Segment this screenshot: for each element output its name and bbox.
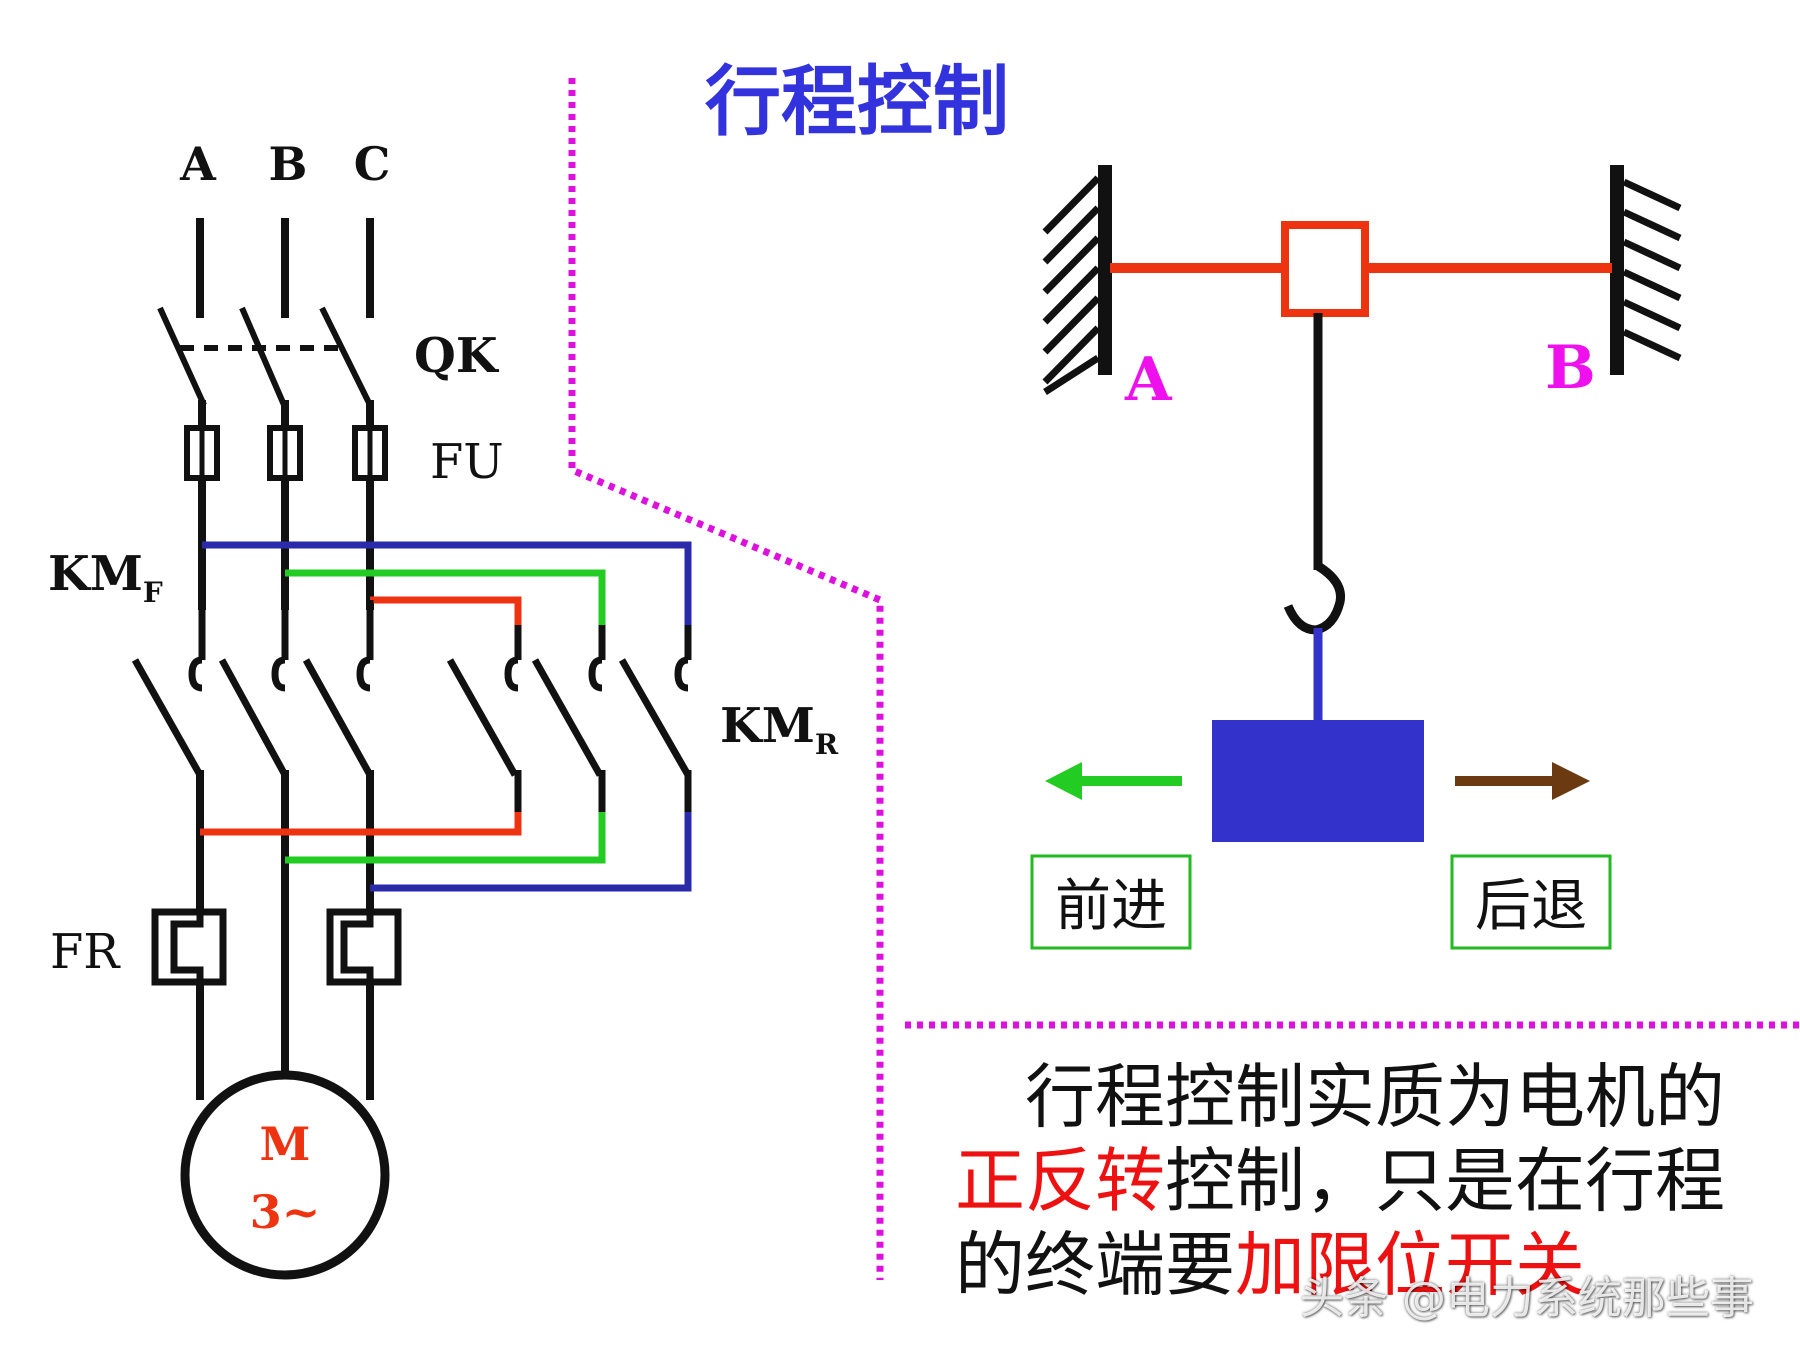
wire-blue-upper bbox=[202, 541, 692, 630]
phase-label-b: B bbox=[269, 137, 308, 191]
end-label-b: B bbox=[1545, 333, 1596, 403]
wire-red-lower bbox=[200, 812, 522, 836]
wire-green-upper bbox=[285, 569, 606, 630]
end-label-a: A bbox=[1124, 345, 1173, 415]
wire-green-lower bbox=[285, 812, 606, 864]
fr-label: FR bbox=[50, 924, 121, 980]
kmf-label: KMF bbox=[48, 546, 163, 609]
page-title: 行程控制 bbox=[705, 57, 1009, 146]
phase-label-c: C bbox=[354, 137, 391, 191]
note-line-1: 行程控制实质为电机的 bbox=[1025, 1056, 1725, 1138]
motor-label-phase: 3~ bbox=[250, 1185, 321, 1239]
explanation-note: 行程控制实质为电机的 正反转控制，只是在行程 的终端要加限位开关 bbox=[955, 1055, 1795, 1307]
note-highlight-1: 正反转 bbox=[955, 1140, 1165, 1222]
load-block bbox=[1212, 720, 1424, 842]
fr-thermal-relays bbox=[151, 908, 402, 986]
travel-mechanism: A B 前进 后退 bbox=[1030, 165, 1682, 950]
hook bbox=[1283, 562, 1346, 635]
forward-box bbox=[1030, 854, 1192, 950]
right-wall-hatching bbox=[1622, 178, 1682, 362]
qk-switch bbox=[157, 306, 373, 407]
motor-symbol bbox=[180, 1070, 390, 1280]
kmr-label: KMR bbox=[720, 698, 839, 761]
wire-red-upper bbox=[370, 596, 522, 630]
trolley bbox=[1281, 221, 1369, 317]
backward-label: 后退 bbox=[1475, 874, 1587, 939]
supply-lines bbox=[196, 218, 374, 318]
forward-arrow-icon bbox=[1045, 762, 1182, 800]
backward-arrow-icon bbox=[1455, 762, 1590, 800]
wire-blue-lower bbox=[370, 812, 692, 892]
note-line-2: 正反转控制，只是在行程 bbox=[955, 1139, 1795, 1223]
phase-label-a: A bbox=[179, 137, 217, 191]
kmr-contacts bbox=[446, 625, 692, 832]
backward-box bbox=[1450, 854, 1612, 950]
motor-label-m: M bbox=[260, 1117, 311, 1171]
fu-label: FU bbox=[430, 434, 504, 490]
note-line-3: 的终端要加限位开关 bbox=[955, 1223, 1795, 1307]
note-line-2-rest: 控制，只是在行程 bbox=[1165, 1140, 1725, 1222]
left-wall-hatching bbox=[1042, 175, 1101, 395]
section-divider bbox=[568, 78, 1800, 1280]
watermark: 头条 @电力系统那些事 bbox=[1300, 1273, 1754, 1324]
qk-label: QK bbox=[414, 328, 500, 384]
note-highlight-2: 加限位开关 bbox=[1235, 1224, 1585, 1306]
kmf-contacts bbox=[131, 600, 374, 777]
forward-label: 前进 bbox=[1055, 874, 1167, 939]
note-line-3-start: 的终端要 bbox=[955, 1224, 1235, 1306]
motor-circuit: A B C QK bbox=[48, 137, 839, 1280]
